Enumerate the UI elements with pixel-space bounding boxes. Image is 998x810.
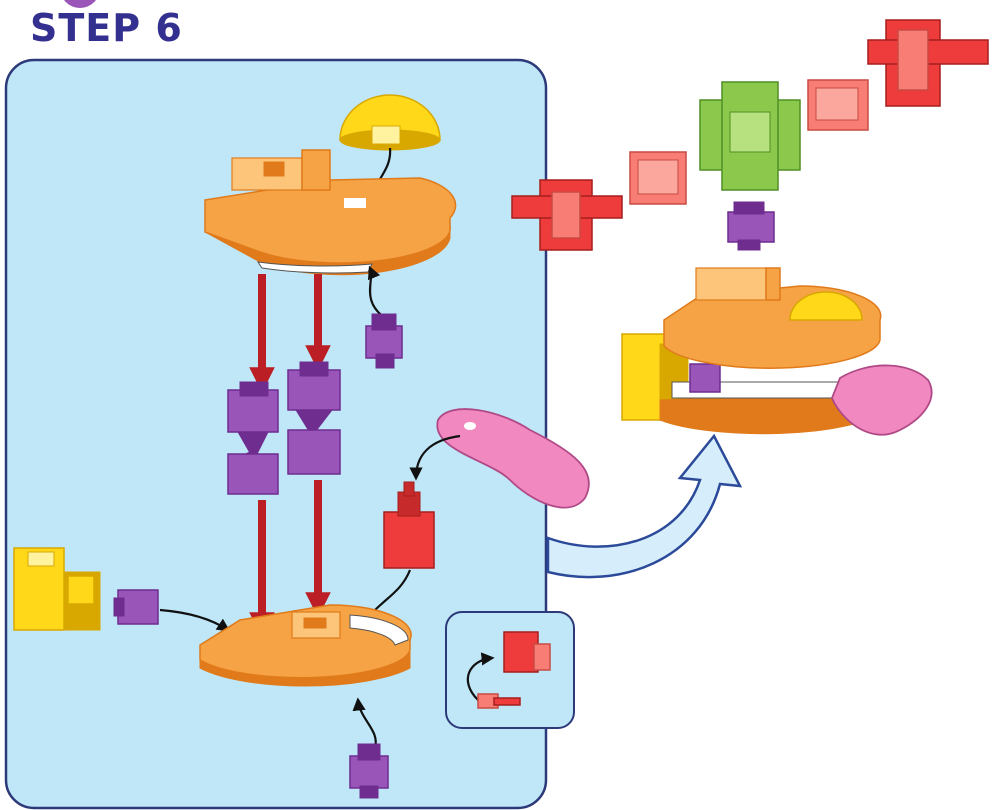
purple-connector-right xyxy=(727,201,775,251)
green-cross-connector xyxy=(699,81,801,191)
finished-assembly xyxy=(621,267,933,436)
step-title: STEP 6 xyxy=(30,6,183,50)
purple-connector-bottom xyxy=(349,743,389,799)
red-cube-right xyxy=(807,79,869,131)
connector-arrow-left xyxy=(159,608,231,632)
purple-connector-left xyxy=(113,589,159,625)
orange-top-base xyxy=(204,149,457,276)
purple-column-left xyxy=(227,381,279,495)
red-spiky-connector-left xyxy=(511,179,623,251)
purple-connector-top xyxy=(365,313,403,369)
purple-column-right xyxy=(287,361,341,475)
red-cube-small xyxy=(629,151,687,205)
tongue-arrow xyxy=(409,434,461,481)
result-arrow xyxy=(546,433,743,579)
yellow-block-left xyxy=(13,547,101,631)
pink-tongue-piece xyxy=(436,408,590,509)
red-spiky-connector-right xyxy=(867,19,989,107)
red-peg xyxy=(383,481,435,569)
connector-arrow-top xyxy=(367,265,386,319)
title-accent xyxy=(60,0,100,8)
yellow-dome-piece xyxy=(339,94,441,151)
inset-rotation-hint xyxy=(445,611,575,729)
orange-bottom-base xyxy=(199,604,412,687)
